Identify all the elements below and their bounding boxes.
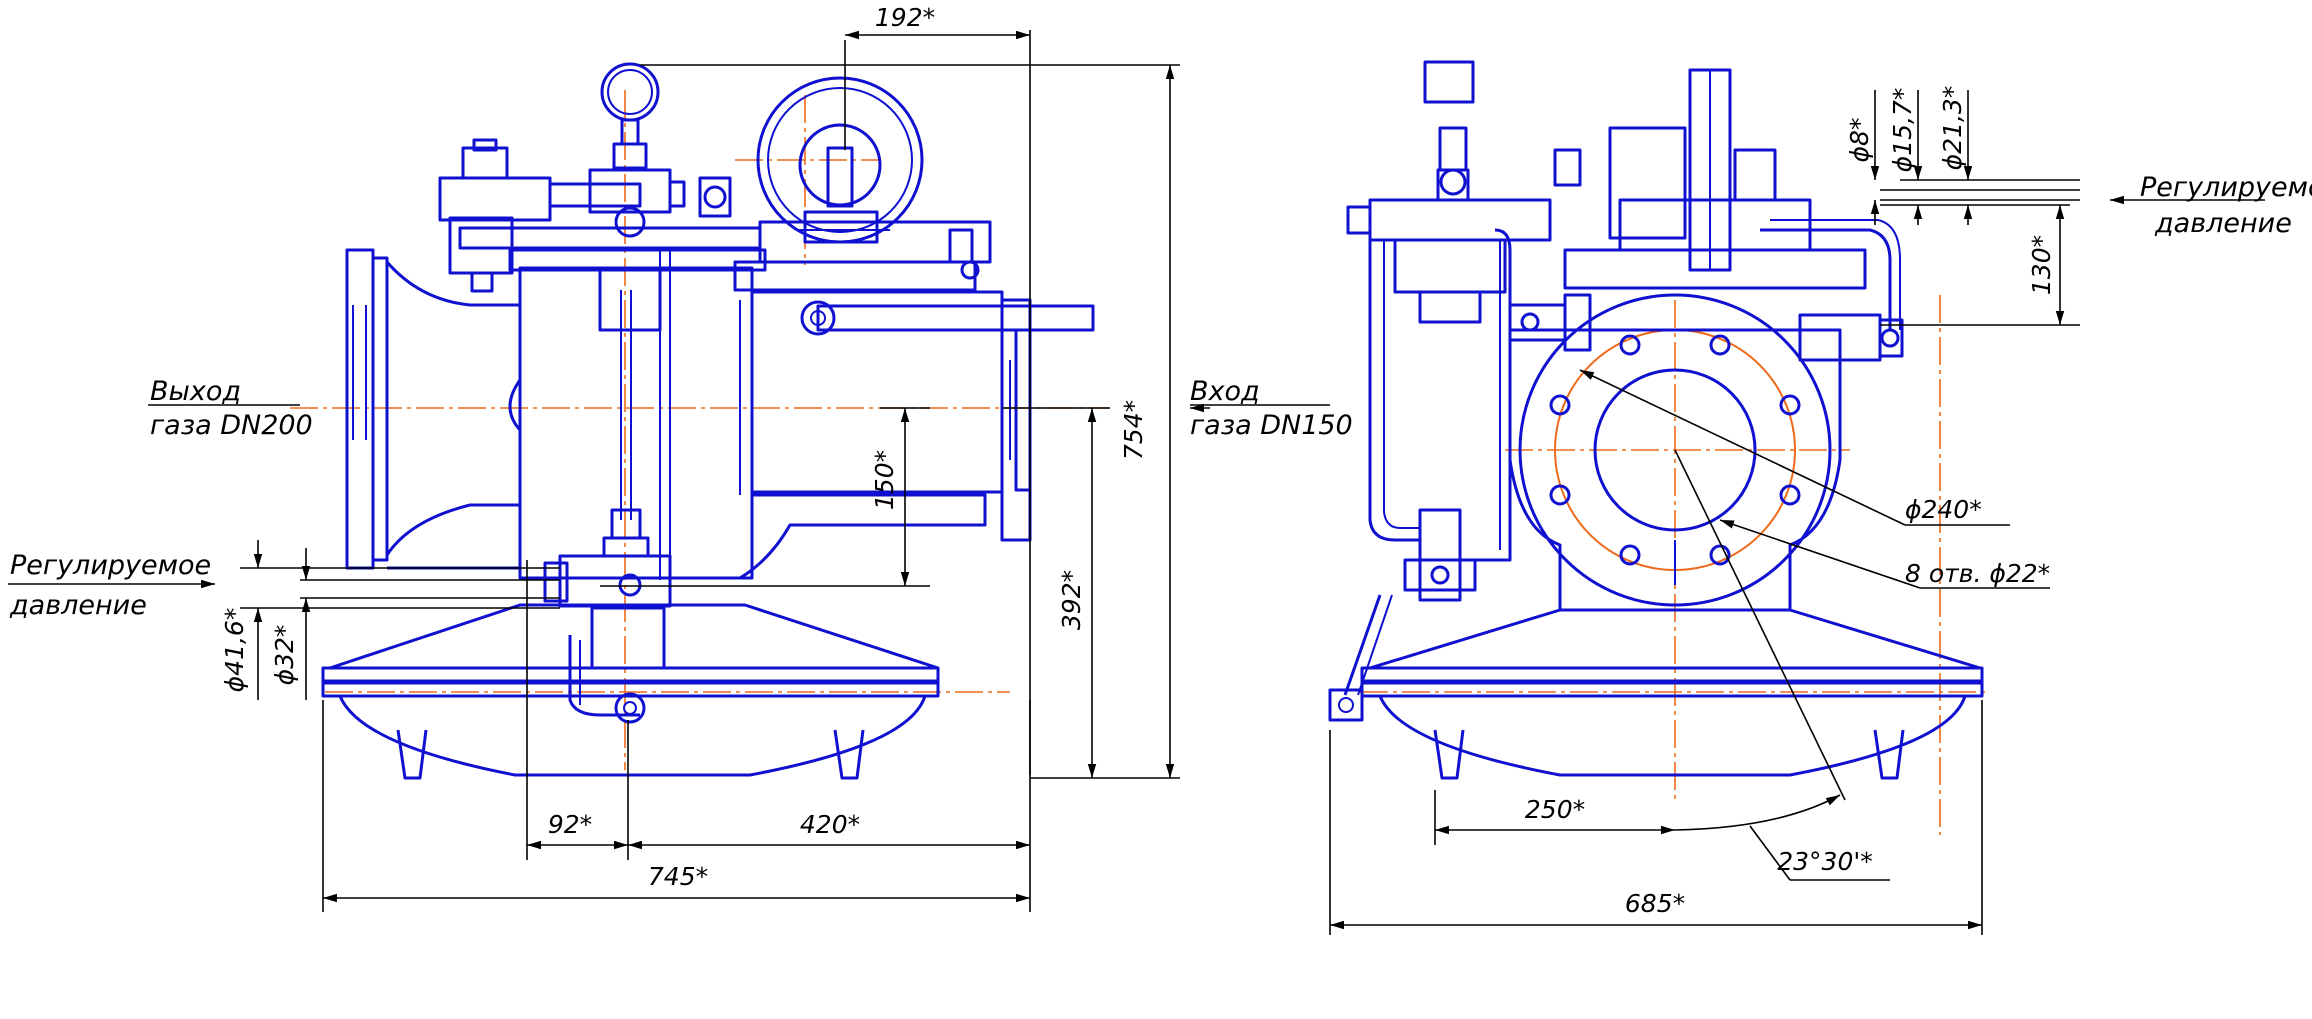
side-view: ϕ8* ϕ15,7* ϕ21,3* 130* ϕ240* 8 отв. ϕ22*… — [1328, 60, 2312, 935]
dim-41-6: ϕ41,6* — [220, 608, 249, 693]
regulated-note-line2: давление — [9, 590, 147, 621]
dim-d15-7: ϕ15,7* — [1888, 88, 1917, 173]
inlet-note-line1: Вход — [1190, 376, 1260, 407]
dim-32: ϕ32* — [270, 625, 299, 686]
front-view: 192* 754* 150* 392* ϕ41,6* ϕ32* 92* 420*… — [8, 3, 1353, 912]
dim-92: 92* — [548, 810, 592, 839]
side-regulated-note-line2: давление — [2154, 208, 2292, 239]
dim-130: 130* — [2027, 235, 2056, 295]
dim-420: 420* — [800, 810, 860, 839]
dim-d8: ϕ8* — [1845, 118, 1874, 163]
bolt-holes — [1549, 334, 1801, 566]
side-regulated-note-line1: Регулируемое — [2140, 172, 2312, 203]
dim-192: 192* — [875, 3, 935, 32]
inlet-note-line2: газа DN150 — [1190, 410, 1353, 441]
outlet-note-line1: Выход — [150, 376, 241, 407]
dim-150: 150* — [870, 450, 899, 510]
dim-bolt-circle: ϕ240* — [1905, 495, 1982, 524]
dim-754: 754* — [1119, 400, 1148, 460]
regulated-note-line1: Регулируемое — [10, 550, 211, 581]
outlet-note-line2: газа DN200 — [150, 410, 313, 441]
dim-685: 685* — [1625, 889, 1685, 918]
dim-holes: 8 отв. ϕ22* — [1905, 559, 2050, 588]
dim-745: 745* — [648, 862, 708, 891]
dim-angle: 23°30'* — [1777, 847, 1873, 876]
dim-250: 250* — [1525, 795, 1585, 824]
dim-d21-3: ϕ21,3* — [1938, 86, 1967, 171]
dim-392: 392* — [1057, 570, 1086, 630]
